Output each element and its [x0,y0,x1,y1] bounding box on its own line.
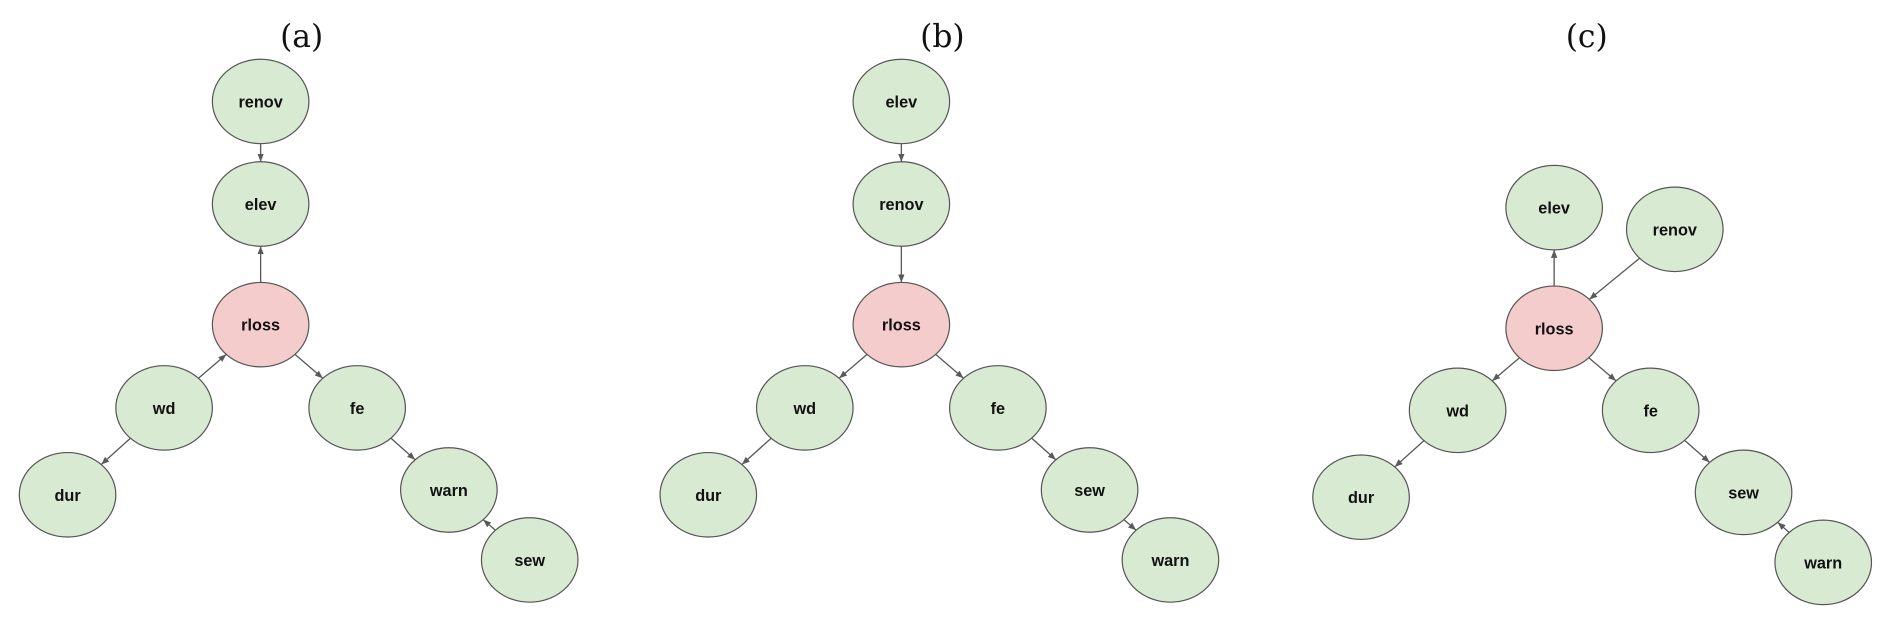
edge-wd-to-rloss [198,353,227,379]
node-label: dur [54,487,81,505]
node-ellipse [659,451,758,538]
node-label: elev [1538,200,1570,218]
node-warn: warn [1121,517,1220,603]
node-elev: elev [1505,164,1604,251]
node-renov: renov [1625,186,1724,273]
node-ellipse [308,365,407,451]
node-label: sew [514,552,545,570]
edge-fe-to-sew [1031,437,1057,461]
node-label: fe [991,400,1005,418]
node-ellipse [399,447,498,533]
node-label: rloss [241,317,280,335]
panel-title: (b) [920,19,965,55]
edge-wd-to-dur [100,437,131,466]
node-label: warn [1150,552,1189,570]
panel-c: (c) elev renov rloss wd dur fe sew warn [1312,19,1873,606]
node-ellipse [1121,517,1220,603]
node-sew: sew [1040,447,1139,533]
node-ellipse [115,365,213,451]
node-label: sew [1074,482,1105,500]
node-ellipse [211,281,310,368]
node-wd: wd [1408,367,1507,454]
node-elev: elev [852,58,951,145]
node-wd: wd [115,365,213,451]
node-label: renov [1653,221,1697,239]
node-ellipse [211,161,310,247]
node-ellipse [1040,447,1139,533]
node-ellipse [852,281,951,368]
node-label: warn [1803,554,1842,572]
node-ellipse [852,161,951,247]
edge-rloss-to-wd [838,353,868,379]
edge-rloss-to-fe [1588,357,1617,382]
node-renov: renov [852,161,951,247]
edge-rloss-to-fe [294,353,324,379]
node-ellipse [1505,285,1604,372]
node-rloss: rloss [1505,285,1604,372]
edge-rloss-to-fe [935,353,964,379]
panel-title: (a) [280,19,323,55]
node-renov: renov [211,58,310,145]
node-dur: dur [1312,454,1410,541]
node-label: renov [238,93,282,111]
node-sew: sew [1694,449,1793,536]
node-label: elev [886,93,918,111]
node-label: warn [429,482,468,500]
node-label: elev [245,196,277,214]
node-warn: warn [1774,519,1873,606]
node-label: rloss [1535,320,1574,338]
node-sew: sew [480,517,579,603]
node-fe: fe [1601,367,1700,454]
panel-b: (b) elev renov rloss wd dur fe sew warn [659,19,1220,603]
node-ellipse [480,517,579,603]
node-label: wd [793,400,817,418]
edge-fe-to-sew [1684,439,1711,463]
node-fe: fe [308,365,407,451]
node-label: wd [1445,402,1469,420]
node-ellipse [1312,454,1410,541]
edge-renov-to-rloss [1588,257,1641,300]
edge-fe-to-warn [390,437,416,461]
node-ellipse [211,58,310,145]
node-wd: wd [755,365,854,451]
node-label: renov [879,196,923,214]
node-ellipse [949,365,1047,451]
node-ellipse [852,58,951,145]
edge-wd-to-dur [1394,440,1425,468]
node-label: dur [695,487,722,505]
node-rloss: rloss [211,281,310,368]
node-ellipse [1601,367,1700,454]
edge-rloss-to-wd [1491,357,1520,382]
node-dur: dur [659,451,758,538]
node-ellipse [1408,367,1507,454]
node-label: fe [350,400,364,418]
panel-title: (c) [1566,19,1608,55]
node-label: rloss [882,317,921,335]
node-ellipse [18,451,117,538]
panel-a: (a) renov elev rloss wd dur fe warn sew [18,19,579,603]
edge-warn-to-sew [1777,521,1790,533]
node-fe: fe [949,365,1047,451]
node-ellipse [1694,449,1793,536]
node-ellipse [1505,164,1604,251]
node-warn: warn [399,447,498,533]
node-label: dur [1348,489,1375,507]
edge-sew-to-warn [1123,519,1137,531]
node-dur: dur [18,451,117,538]
node-label: fe [1643,402,1657,420]
node-ellipse [1625,186,1724,273]
node-ellipse [755,365,854,451]
edge-sew-to-warn [482,519,496,531]
node-label: sew [1728,484,1759,502]
node-elev: elev [211,161,310,247]
node-rloss: rloss [852,281,951,368]
edge-wd-to-dur [741,437,772,466]
node-label: wd [152,400,176,418]
node-ellipse [1774,519,1873,606]
